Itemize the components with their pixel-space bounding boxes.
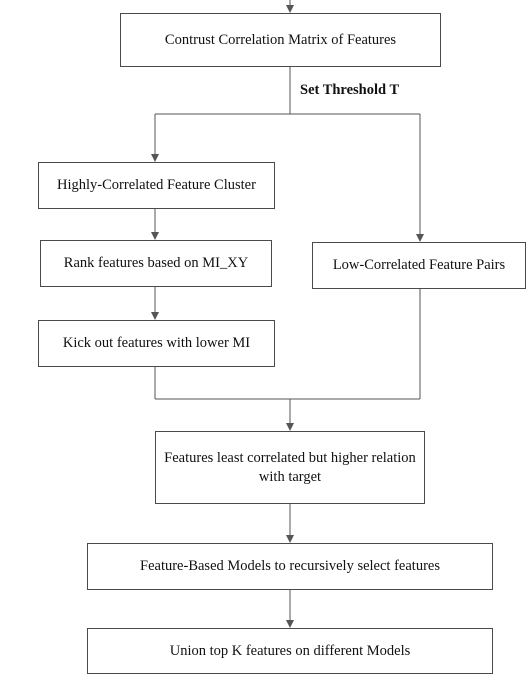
feature-based-models-box: Feature-Based Models to recursively sele… bbox=[87, 543, 493, 590]
least-correlated-features-box: Features least correlated but higher rel… bbox=[155, 431, 425, 504]
highly-correlated-cluster-box: Highly-Correlated Feature Cluster bbox=[38, 162, 275, 209]
contrust-correlation-box: Contrust Correlation Matrix of Features bbox=[120, 13, 441, 67]
highly-correlated-cluster-text: Highly-Correlated Feature Cluster bbox=[57, 177, 256, 194]
rank-features-text: Rank features based on MI_XY bbox=[63, 255, 249, 272]
union-top-k-text: Union top K features on different Models bbox=[169, 642, 411, 659]
feature-based-models-text: Feature-Based Models to recursively sele… bbox=[140, 558, 440, 575]
contrust-correlation-text: Contrust Correlation Matrix of Features bbox=[164, 31, 397, 48]
union-top-k-box: Union top K features on different Models bbox=[87, 628, 493, 674]
kick-out-features-text: Kick out features with lower MI bbox=[62, 335, 251, 352]
kick-out-features-box: Kick out features with lower MI bbox=[38, 320, 275, 367]
set-threshold-label: Set Threshold T bbox=[300, 82, 400, 98]
rank-features-box: Rank features based on MI_XY bbox=[40, 240, 272, 287]
least-correlated-features-text: Features least correlated but higher rel… bbox=[164, 449, 416, 485]
low-correlated-pairs-box: Low-Correlated Feature Pairs bbox=[312, 242, 526, 289]
low-correlated-pairs-text: Low-Correlated Feature Pairs bbox=[332, 257, 506, 274]
